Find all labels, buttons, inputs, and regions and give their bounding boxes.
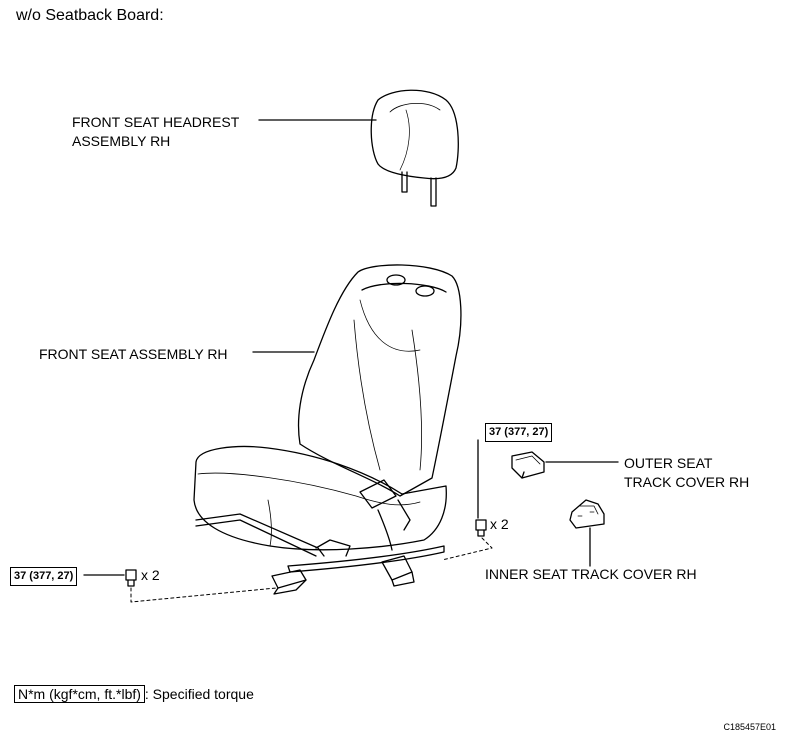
headrest-label-line2: ASSEMBLY RH xyxy=(72,133,171,149)
headrest-label-line1: FRONT SEAT HEADREST xyxy=(72,114,240,130)
bolt-right-drawing xyxy=(475,519,487,537)
inner-track-cover-drawing xyxy=(569,499,605,529)
bolt-left-drawing xyxy=(125,569,137,587)
outer-track-cover-drawing xyxy=(511,451,545,479)
buckle-drawing xyxy=(359,479,411,551)
headrest-drawing xyxy=(370,89,459,207)
legend-description: : Specified torque xyxy=(144,686,254,702)
torque-box-right: 37 (377, 27) xyxy=(485,423,553,442)
figure-code: C185457E01 xyxy=(723,722,776,732)
torque-legend: N*m (kgf*cm, ft.*lbf): Specified torque xyxy=(14,685,254,703)
inner-cover-label: INNER SEAT TRACK COVER RH xyxy=(485,566,697,582)
cushion-drawing xyxy=(193,445,447,551)
outer-cover-label-line2: TRACK COVER RH xyxy=(624,474,750,490)
outer-cover-label-line1: OUTER SEAT xyxy=(624,455,713,471)
torque-box-left: 37 (377, 27) xyxy=(10,567,78,586)
seatback-drawing xyxy=(297,264,462,497)
torque-qty-left: x 2 xyxy=(141,567,160,583)
legend-unit-box: N*m (kgf*cm, ft.*lbf) xyxy=(14,685,145,703)
seat-rails-drawing xyxy=(195,513,445,595)
page-heading: w/o Seatback Board: xyxy=(16,7,164,24)
torque-qty-right: x 2 xyxy=(490,516,509,532)
seat-assembly-label: FRONT SEAT ASSEMBLY RH xyxy=(39,346,228,362)
